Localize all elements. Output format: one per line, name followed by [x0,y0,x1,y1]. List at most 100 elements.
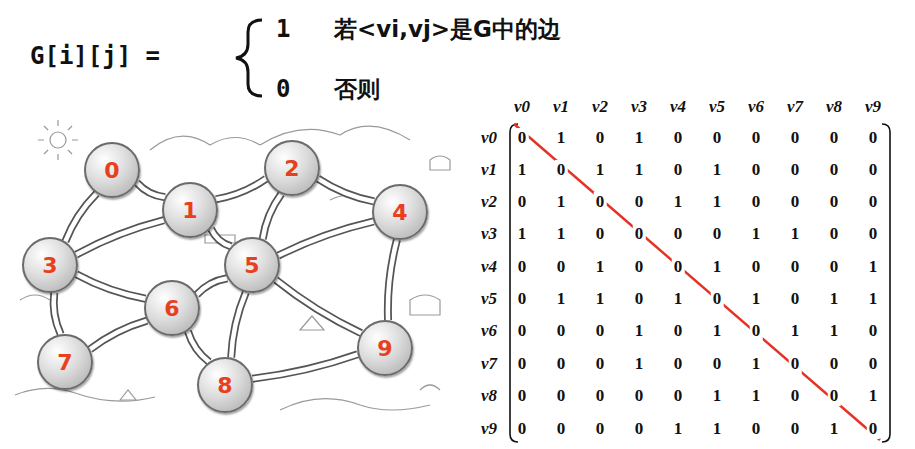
matrix-cell: 1 [752,224,761,244]
road-stroke [278,221,373,255]
road-stroke [211,229,231,247]
road-stroke [231,292,246,357]
road [318,179,374,202]
matrix-cell: 1 [713,386,722,406]
road [252,354,357,378]
road-stroke [188,331,209,362]
node-number: 5 [244,253,259,278]
column-header: v0 [514,97,530,117]
road-stroke [276,280,361,333]
matrix-cell: 1 [635,354,644,374]
road-stroke [216,179,266,200]
road-stroke [231,292,246,357]
road-stroke [388,240,397,320]
matrix-cell: 0 [518,257,527,277]
road-stroke [65,193,96,241]
road-stroke [188,331,209,362]
column-header: v6 [748,97,764,117]
matrix-cell: 0 [674,160,683,180]
matrix-cell: 1 [869,386,878,406]
matrix-cell: 0 [596,321,605,341]
matrix-cell: 1 [557,128,566,148]
place-circle: 0 [84,142,140,198]
row-header: v5 [481,289,497,309]
matrix-cell: 0 [674,224,683,244]
matrix-cell: 1 [557,192,566,212]
road-stroke [278,221,373,255]
matrix-cell: 0 [752,419,761,439]
road [278,221,373,255]
road-stroke [388,240,397,320]
place-circle: 5 [224,237,280,293]
matrix-cell: 1 [518,224,527,244]
matrix-cell: 0 [791,128,800,148]
road [263,194,282,239]
matrix-cell: 0 [791,419,800,439]
matrix-cell: 1 [674,192,683,212]
matrix-cell: 0 [830,160,839,180]
matrix-cell: 0 [672,257,685,277]
matrix-cell: 0 [518,419,527,439]
matrix-cell: 0 [674,354,683,374]
node-number: 8 [217,373,232,398]
matrix-cell: 0 [518,354,527,374]
road-stroke [65,193,96,241]
place-circle: 4 [372,184,428,240]
row-header: v2 [481,192,497,212]
matrix-cell: 0 [830,354,839,374]
matrix-cell: 0 [752,192,761,212]
matrix-cell: 0 [594,192,607,212]
matrix-cell: 0 [518,289,527,309]
road [216,179,266,200]
column-header: v2 [592,97,608,117]
matrix-cell: 1 [596,160,605,180]
road [211,229,231,247]
matrix-cell: 1 [830,321,839,341]
matrix-cell: 0 [869,192,878,212]
matrix-cell: 1 [752,289,761,309]
matrix-cell: 0 [750,321,763,341]
road [90,321,147,350]
matrix-cell: 1 [791,321,800,341]
matrix-cell: 1 [557,224,566,244]
row-header: v9 [481,419,497,439]
matrix-cell: 0 [596,419,605,439]
matrix-cell: 1 [596,257,605,277]
road [276,280,361,333]
matrix-cell: 1 [869,289,878,309]
matrix-cell: 0 [869,128,878,148]
matrix-cell: 0 [518,321,527,341]
matrix-cell: 1 [713,160,722,180]
row-header: v0 [481,128,497,148]
matrix-cell: 0 [791,257,800,277]
road-stroke [252,354,357,378]
matrix-cell: 0 [557,419,566,439]
place-circle: 7 [37,334,93,390]
road-stroke [54,293,61,335]
matrix-cell: 0 [752,257,761,277]
matrix-cell: 0 [674,321,683,341]
matrix-cell: 1 [791,224,800,244]
matrix-cell: 1 [518,160,527,180]
row-header: v6 [481,321,497,341]
formula-value: 0 [276,75,290,103]
column-header: v1 [553,97,569,117]
matrix-cell: 0 [830,192,839,212]
matrix-cell: 0 [791,289,800,309]
matrix-cell: 0 [674,128,683,148]
matrix-cell: 0 [789,354,802,374]
matrix-cell: 0 [791,192,800,212]
road [65,193,96,241]
road-stroke [318,179,374,202]
road [54,293,61,335]
road-stroke [252,354,357,378]
place-circle: 8 [197,357,253,413]
matrix-cell: 0 [518,386,527,406]
matrix-cell: 0 [557,386,566,406]
column-header: v3 [631,97,647,117]
matrix-cell: 0 [869,354,878,374]
matrix-cell: 0 [635,419,644,439]
matrix-cell: 0 [713,224,722,244]
matrix-cell: 1 [830,419,839,439]
road-stroke [76,220,164,255]
